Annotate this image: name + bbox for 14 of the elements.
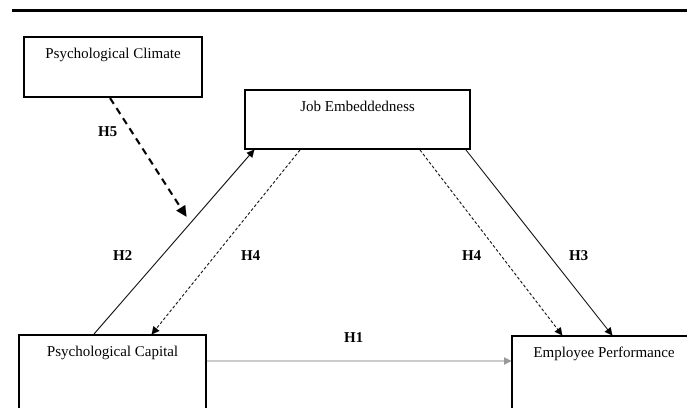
box-label: Psychological Climate xyxy=(45,45,181,63)
box-label: Employee Performance xyxy=(533,344,675,362)
box-label: Job Embeddedness xyxy=(300,98,415,116)
arrow xyxy=(94,149,255,334)
concept-box xyxy=(23,36,203,98)
concept-box xyxy=(18,334,207,408)
concept-box xyxy=(244,89,471,150)
dashed-arrow xyxy=(152,150,300,335)
dashed-arrow xyxy=(420,150,562,336)
concept-box xyxy=(511,335,687,408)
arrow xyxy=(466,150,612,336)
dashed-arrow xyxy=(109,97,187,217)
arrow xyxy=(206,357,512,365)
box-label: Psychological Capital xyxy=(46,343,178,361)
